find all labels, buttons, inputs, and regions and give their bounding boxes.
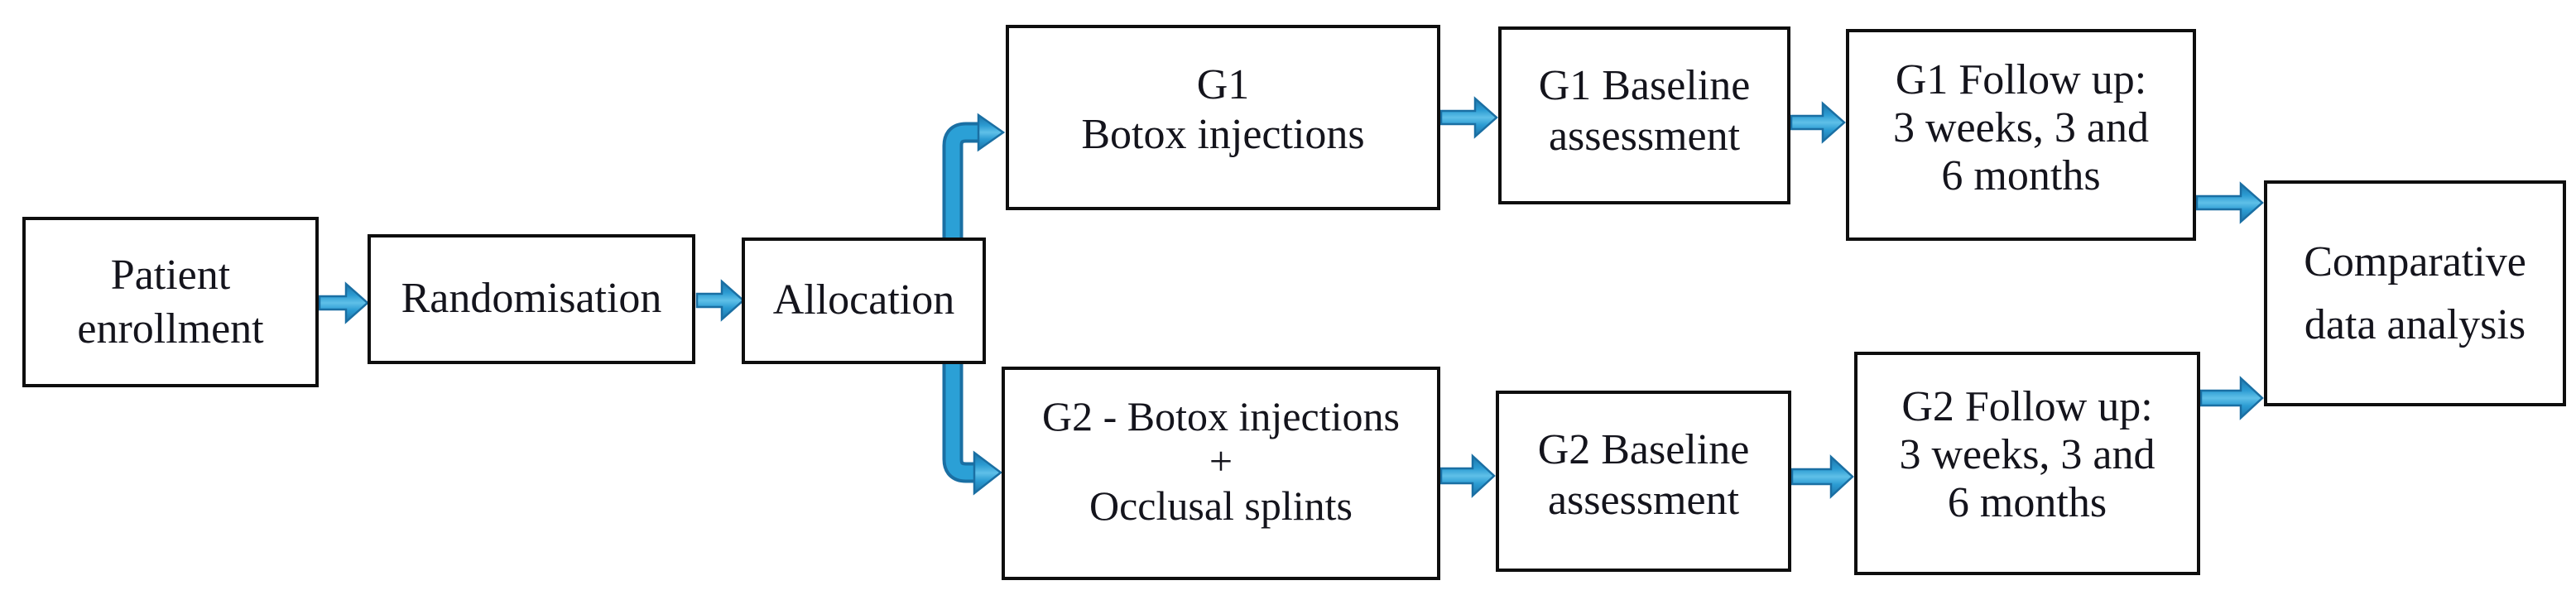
- node-label-line: assessment: [1547, 476, 1740, 524]
- node-label-line: Randomisation: [401, 275, 662, 323]
- node-allocation: Allocation: [742, 238, 986, 364]
- node-label-line: enrollment: [77, 305, 264, 353]
- arrow-patient-to-randomisation: [318, 281, 369, 324]
- node-label-line: G2 - Botox injections: [1042, 393, 1400, 439]
- node-g2-followup: G2 Follow up: 3 weeks, 3 and 6 months: [1854, 352, 2200, 575]
- node-g2-botox-plus-occlusal-splints: G2 - Botox injections + Occlusal splints: [1002, 367, 1440, 580]
- node-label-line: 3 weeks, 3 and: [1899, 430, 2155, 478]
- node-label-line: G1: [1196, 60, 1250, 108]
- node-label-line: G2 Follow up:: [1901, 382, 2153, 430]
- arrow-g1-to-g1-baseline: [1439, 96, 1498, 139]
- node-label-line: +: [1209, 438, 1233, 484]
- node-g1-followup: G1 Follow up: 3 weeks, 3 and 6 months: [1846, 29, 2196, 241]
- node-label-line: Botox injections: [1081, 111, 1365, 158]
- node-label-line: Comparative: [2304, 238, 2526, 286]
- arrow-allocation-to-g2: [942, 362, 1003, 496]
- node-label-line: G1 Follow up:: [1895, 55, 2147, 103]
- node-label-line: Patient: [110, 252, 231, 299]
- arrow-g2-baseline-to-g2-followup: [1790, 454, 1854, 499]
- node-g1-botox-injections: G1 Botox injections: [1006, 25, 1440, 210]
- arrow-g2-followup-to-comparative: [2199, 376, 2264, 420]
- arrow-allocation-to-g1: [942, 113, 1006, 239]
- node-label-line: Allocation: [772, 276, 955, 324]
- node-label-line: 3 weeks, 3 and: [1892, 103, 2150, 151]
- node-label-line: data analysis: [2304, 300, 2526, 348]
- node-patient-enrollment: Patient enrollment: [22, 217, 319, 387]
- node-label-line: Occlusal splints: [1089, 482, 1353, 529]
- arrow-randomisation-to-allocation: [695, 279, 745, 322]
- arrow-g1-baseline-to-g1-followup: [1790, 101, 1846, 144]
- arrow-g1-followup-to-comparative: [2195, 181, 2264, 224]
- node-g2-baseline-assessment: G2 Baseline assessment: [1496, 391, 1791, 572]
- node-label-line: G1 Baseline: [1538, 62, 1751, 110]
- node-g1-baseline-assessment: G1 Baseline assessment: [1498, 26, 1790, 204]
- node-label-line: assessment: [1548, 112, 1741, 160]
- node-comparative-data-analysis: Comparative data analysis: [2264, 180, 2566, 406]
- node-randomisation: Randomisation: [368, 234, 695, 364]
- node-label-line: 6 months: [1947, 479, 2107, 527]
- node-label-line: G2 Baseline: [1537, 426, 1750, 474]
- node-label-line: 6 months: [1941, 152, 2101, 200]
- arrow-g2-to-g2-baseline: [1439, 453, 1496, 498]
